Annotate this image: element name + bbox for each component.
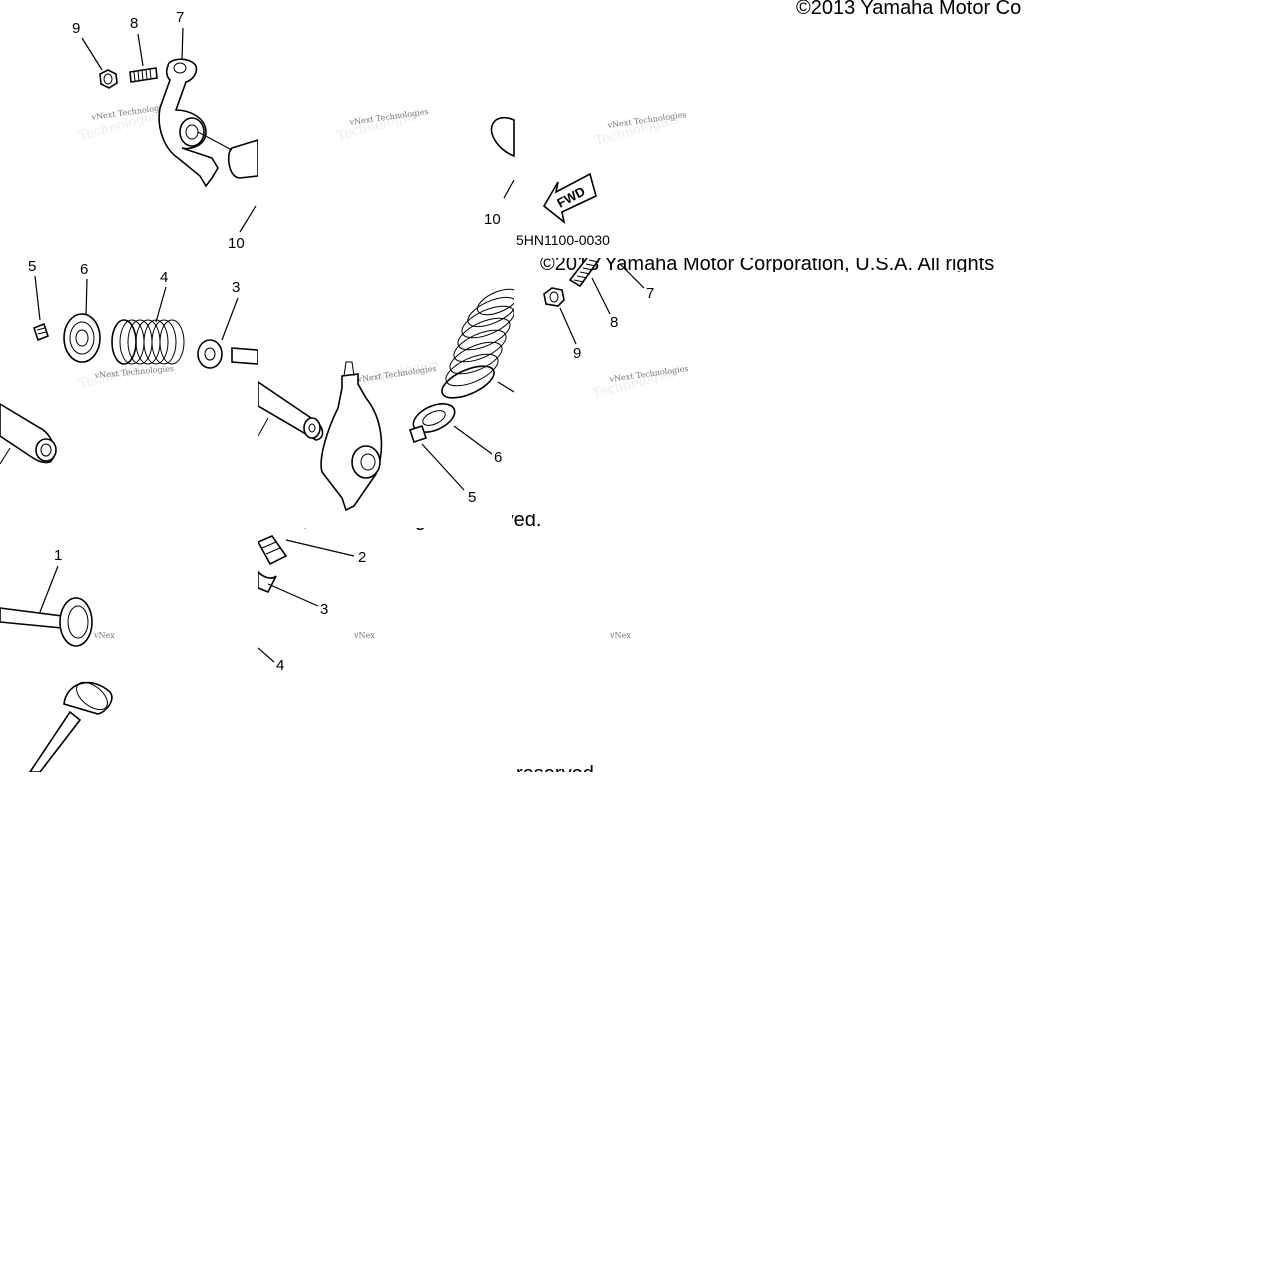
- valve-seat: [258, 570, 277, 594]
- callout-6: 6: [80, 261, 88, 278]
- diagram-tile-copyright-top: ©2013 Yamaha Motor Co: [772, 0, 1030, 258]
- watermark: vNex: [609, 631, 631, 640]
- diagram-code: 5HN1100-0030: [516, 232, 610, 248]
- copyright-text: reserved.: [516, 763, 599, 772]
- callout-10: 10: [228, 235, 245, 252]
- diagram-tile-rocker-arm-lower: Technologies vNext Technologies 6 5: [258, 258, 514, 514]
- diagram-tile-valve-spring: Technologies vNext Technologies 5 6 4 3: [0, 258, 258, 516]
- fwd-drawing: Technologies vNext Technologies Technolo…: [335, 107, 687, 248]
- rocker-arm-lower-drawing: Technologies vNext Technologies 6 5: [258, 288, 514, 512]
- valve-cotter: [408, 424, 428, 444]
- intake-valve: [0, 597, 93, 647]
- adjusting-screw: [129, 67, 158, 83]
- callout-2: 2: [358, 549, 366, 566]
- callout-9: 9: [72, 20, 80, 37]
- exhaust-valve: [29, 681, 113, 772]
- rocker-arm: [158, 58, 219, 188]
- callout-6: 6: [494, 449, 502, 466]
- copyright-text: ©2013 Yamaha Motor Co: [796, 0, 1021, 19]
- callout-5: 5: [468, 489, 476, 506]
- rocker-shaft-end: [490, 116, 515, 158]
- rocker-shaft: [197, 131, 258, 179]
- callout-7: 7: [176, 9, 184, 26]
- valves-drawing: vNex 1: [0, 547, 115, 772]
- spring-retainer: [63, 313, 101, 363]
- watermark: vNex: [93, 631, 115, 640]
- callout-3: 3: [232, 279, 240, 296]
- callout-8: 8: [130, 15, 138, 32]
- callout-9: 9: [573, 345, 581, 362]
- fwd-arrow-icon: FWD: [542, 172, 597, 224]
- diagram-tile-stems: Corporation, U.S.A. All rights reserved.…: [258, 514, 1030, 772]
- adjuster-lower-drawing: Technologies vNext Technologies ©2013 Ya…: [514, 258, 1030, 402]
- callout-5: 5: [28, 258, 36, 275]
- stems-drawing: Corporation, U.S.A. All rights reserved.…: [258, 514, 631, 772]
- diagram-tile-rocker-arm-upper: Technologies vNext Technologies 9 8 7 10: [0, 0, 258, 258]
- callout-10: 10: [484, 211, 501, 228]
- adjusting-screw: [568, 258, 601, 288]
- rocker-arm-drawing: Technologies vNext Technologies 9 8 7 10: [72, 9, 258, 252]
- callout-7: 7: [646, 285, 654, 302]
- spring-retainer: [412, 403, 456, 433]
- valve-cotter: [33, 322, 49, 342]
- valve-spring-drawing: Technologies vNext Technologies 5 6 4 3: [0, 258, 258, 465]
- rocker-shaft: [258, 381, 324, 441]
- lock-nut: [99, 69, 118, 89]
- diagram-tile-shaft-fwd: Technologies vNext Technologies Technolo…: [258, 0, 772, 258]
- valve-stem: [258, 535, 288, 566]
- callout-4: 4: [276, 657, 284, 674]
- callout-8: 8: [610, 314, 618, 331]
- valve-spring: [111, 319, 185, 365]
- callout-3: 3: [320, 601, 328, 618]
- callout-1: 1: [54, 547, 62, 564]
- diagram-tile-adjuster-lower: Technologies vNext Technologies ©2013 Ya…: [514, 258, 1030, 516]
- valve-stem-seal: [197, 339, 258, 369]
- diagram-tile-valves: vNex 1: [0, 516, 258, 772]
- valve-guide: [0, 403, 57, 465]
- watermark: vNex: [353, 631, 375, 640]
- callout-4: 4: [160, 269, 168, 286]
- valve-spring: [441, 288, 514, 399]
- lock-nut: [543, 287, 565, 307]
- copyright-text: ©2013 Yamaha Motor Corporation, U.S.A. A…: [540, 258, 994, 275]
- rocker-arm: [320, 361, 383, 512]
